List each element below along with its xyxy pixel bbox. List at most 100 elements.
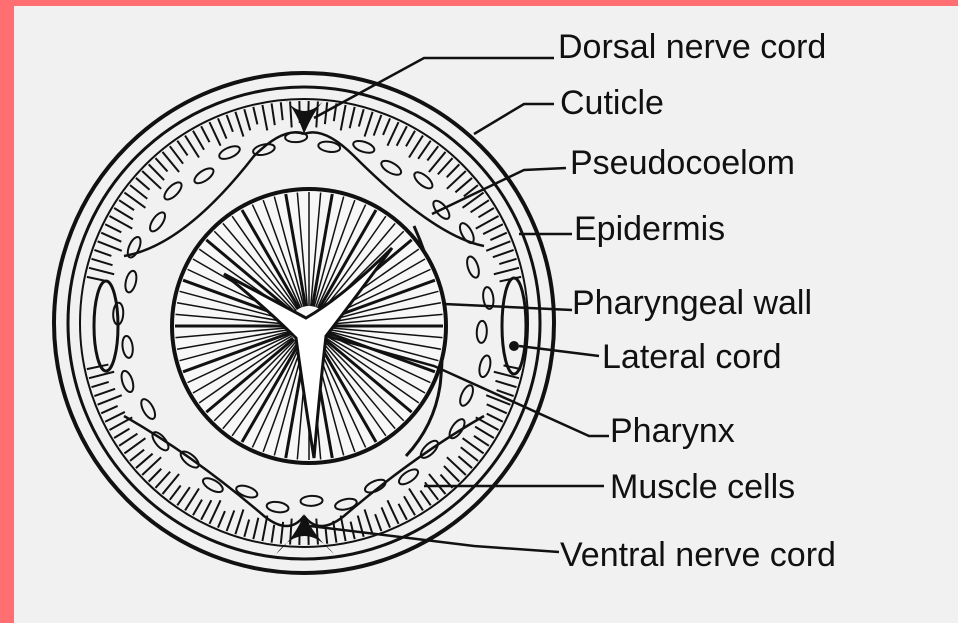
muscle-fiber — [227, 510, 235, 531]
muscle-fiber — [119, 434, 137, 446]
muscle-fiber — [136, 178, 150, 190]
muscle-fiber — [105, 412, 125, 422]
muscle-fiber — [177, 487, 190, 505]
muscle-cell — [300, 495, 322, 506]
label-dorsal-nerve-cord: Dorsal nerve cord — [558, 28, 826, 66]
muscle-fiber — [235, 509, 243, 534]
muscle-fiber — [155, 472, 170, 488]
muscle-fiber — [98, 241, 122, 251]
muscle-fiber — [244, 519, 249, 536]
muscle-fiber — [494, 268, 519, 274]
muscle-fiber — [493, 250, 514, 257]
muscle-fiber — [136, 454, 153, 468]
muscle-fiber — [350, 107, 355, 128]
label-pharynx: Pharynx — [610, 412, 735, 450]
muscle-fiber — [209, 500, 220, 524]
muscle-fiber — [193, 500, 202, 516]
muscle-cell — [363, 477, 387, 495]
muscle-fiber — [458, 456, 472, 468]
muscle-fiber — [486, 241, 510, 251]
pharynx — [172, 189, 446, 463]
muscle-fiber — [272, 525, 275, 543]
lateral-cord-right — [502, 278, 526, 374]
muscle-fiber — [209, 122, 220, 146]
muscle-fiber — [499, 259, 516, 264]
diagram-frame: Dorsal nerve cord Cuticle Pseudocoelom E… — [14, 6, 958, 623]
muscle-fiber — [487, 414, 503, 422]
muscle-fiber — [359, 109, 364, 126]
muscle-fiber — [155, 158, 167, 171]
muscle-fiber — [114, 208, 133, 219]
muscle-fiber — [253, 518, 258, 539]
muscle-fiber — [444, 466, 459, 482]
muscle-fiber — [478, 208, 493, 217]
muscle-fiber — [365, 509, 373, 534]
muscle-fiber — [447, 164, 460, 177]
muscle-fiber — [316, 519, 318, 545]
lateral-cord-dot — [509, 341, 519, 351]
muscle-fiber — [177, 141, 187, 156]
muscle-fiber — [87, 365, 109, 370]
muscle-fiber — [365, 112, 373, 137]
muscle-fiber — [170, 485, 181, 499]
muscle-fiber — [201, 126, 209, 142]
muscle-fiber — [272, 103, 275, 125]
muscle-fiber — [418, 141, 431, 159]
muscle-fiber — [149, 164, 164, 180]
muscle-fiber — [387, 500, 398, 524]
muscle-cell — [235, 483, 259, 500]
muscle-fiber — [119, 200, 134, 210]
muscle-fiber — [399, 504, 407, 520]
muscle-cell — [121, 335, 134, 358]
muscle-fiber — [89, 372, 114, 378]
muscle-cell — [217, 144, 241, 162]
lateral-cord-left — [94, 281, 118, 371]
muscle-fiber — [101, 233, 121, 242]
muscle-cell — [476, 321, 487, 343]
muscle-fiber — [316, 101, 318, 127]
muscle-fiber — [475, 427, 494, 438]
muscle-fiber — [89, 268, 114, 274]
muscle-fiber — [427, 146, 438, 160]
muscle-fiber — [91, 382, 108, 387]
leader-ventral-nerve-cord — [310, 526, 559, 552]
muscle-fiber — [281, 102, 283, 120]
muscle-fiber — [218, 511, 225, 528]
muscle-fiber — [98, 395, 122, 405]
muscle-fiber — [382, 507, 391, 527]
muscle-fiber — [495, 381, 516, 387]
leader-cuticle — [474, 104, 554, 134]
muscle-fiber — [87, 277, 105, 281]
muscle-fiber — [375, 514, 381, 531]
muscle-cell — [477, 354, 492, 378]
label-muscle-cells: Muscle cells — [610, 468, 795, 506]
muscle-fiber — [201, 500, 211, 519]
muscle-fiber — [490, 233, 506, 240]
muscle-fiber — [114, 429, 129, 438]
muscle-fiber — [483, 224, 503, 234]
muscle-fiber — [438, 158, 453, 174]
muscle-fiber — [170, 146, 183, 164]
muscle-fiber — [474, 436, 489, 446]
muscle-fiber — [262, 105, 267, 131]
muscle-cell — [138, 397, 157, 421]
nematode-cross-section-diagram: Dorsal nerve cord Cuticle Pseudocoelom E… — [14, 6, 958, 623]
muscle-cell — [162, 180, 185, 203]
muscle-fiber — [420, 491, 430, 506]
label-epidermis: Epidermis — [574, 210, 725, 248]
muscle-fiber — [397, 126, 407, 145]
muscle-cell — [201, 475, 225, 494]
muscle-fiber — [406, 131, 415, 147]
muscle-fiber — [105, 224, 121, 232]
muscle-cell — [266, 501, 289, 514]
muscle-fiber — [341, 105, 346, 131]
muscle-fiber — [253, 107, 257, 125]
muscle-fiber — [235, 112, 243, 137]
muscle-fiber — [383, 118, 390, 135]
muscle-fiber — [374, 115, 382, 136]
label-lateral-cord: Lateral cord — [602, 338, 782, 376]
label-pseudocoelom: Pseudocoelom — [570, 144, 795, 182]
muscle-fiber — [487, 404, 507, 413]
muscle-cell — [352, 139, 376, 156]
muscle-fiber — [193, 131, 204, 150]
